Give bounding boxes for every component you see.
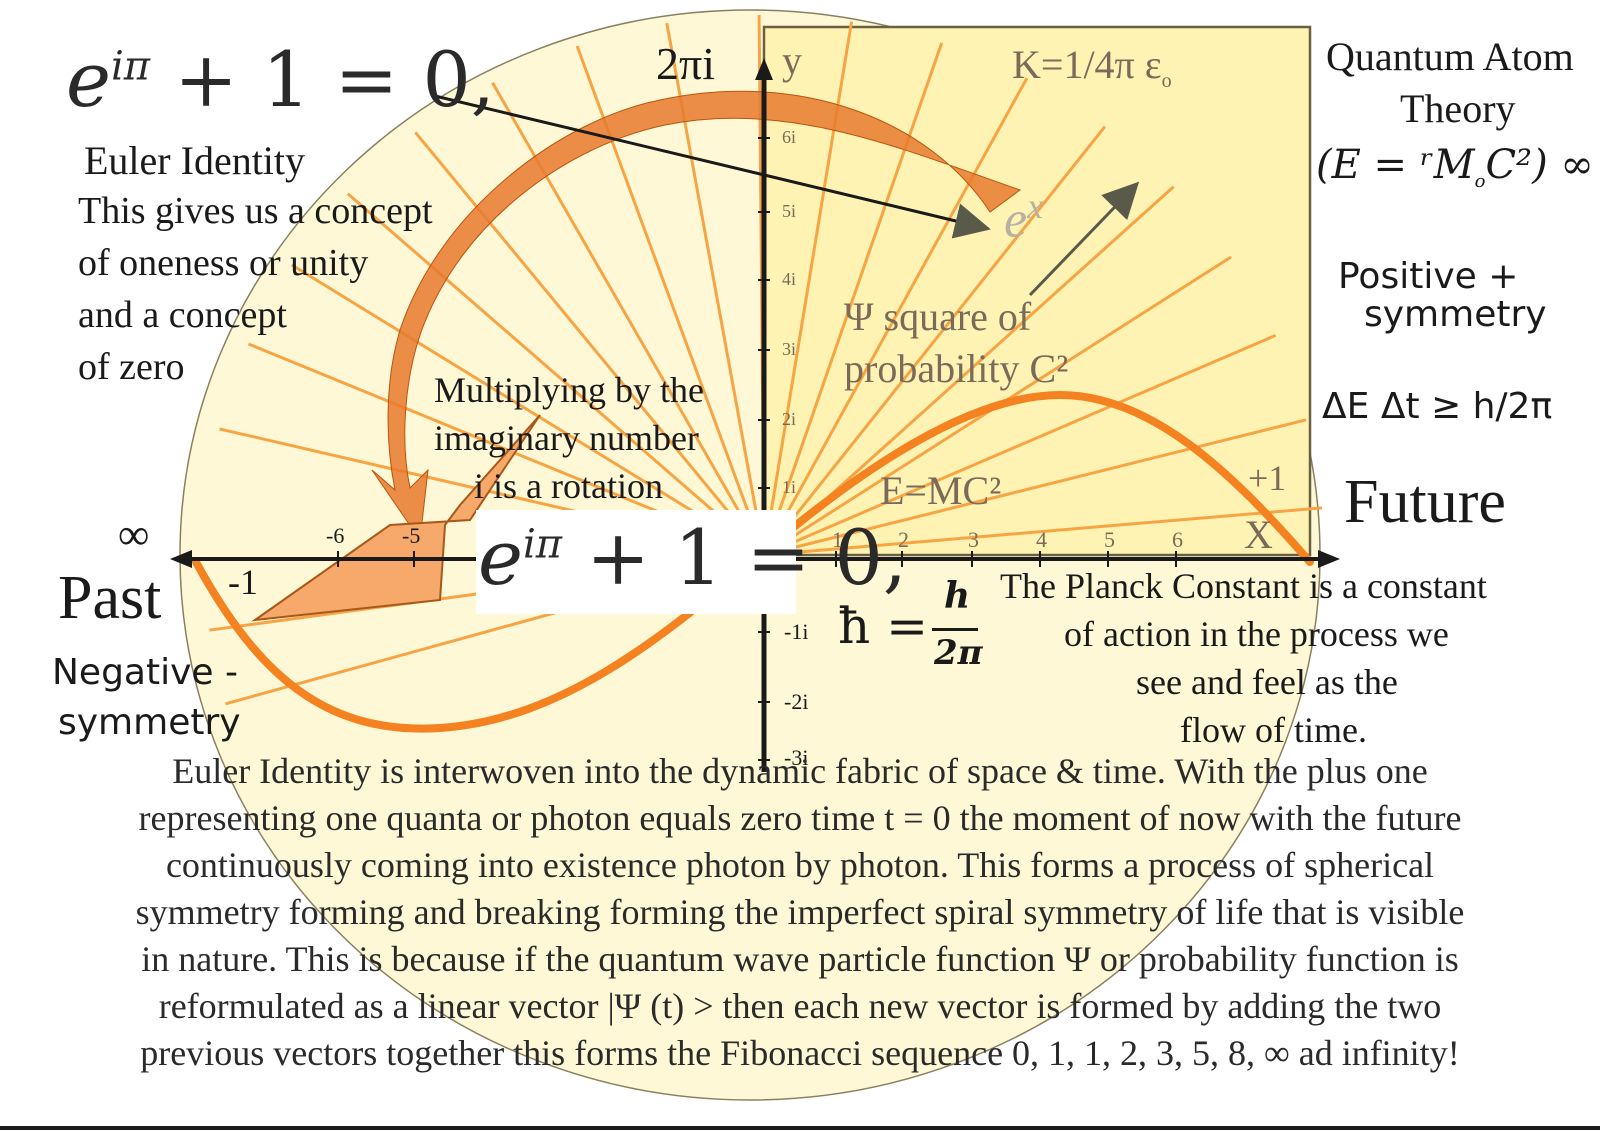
psi-line-1: Ψ square of xyxy=(844,296,1031,338)
coulomb-constant-text: K=1/4π ε xyxy=(1012,42,1162,87)
plus-one-label: +1 xyxy=(1248,460,1286,498)
hbar-denominator: 2π xyxy=(934,636,983,672)
exponential-base: e xyxy=(1004,191,1027,248)
euler-desc-line-1: This gives us a concept xyxy=(78,192,433,232)
euler-desc-line-4: of zero xyxy=(78,348,185,388)
paragraph-line-6: reformulated as a linear vector |Ψ (t) >… xyxy=(10,983,1590,1030)
tick-y-3i: 3i xyxy=(782,340,796,359)
y-axis-label: y xyxy=(782,40,802,82)
planck-line-3: see and feel as the xyxy=(1136,664,1398,702)
paragraph-line-4: symmetry forming and breaking forming th… xyxy=(10,889,1590,936)
tick-y-1i: 1i xyxy=(782,478,796,497)
euler-identity-title: Euler Identity xyxy=(84,140,305,182)
tick-x-5: 5 xyxy=(1104,528,1115,551)
quantum-formula-main: (E = ʳM xyxy=(1316,142,1475,188)
multiplying-line-2: imaginary number xyxy=(434,420,699,458)
x-axis-label: X xyxy=(1244,514,1273,556)
tick-x-2: 2 xyxy=(898,528,909,551)
exponential-exponent: x xyxy=(1027,186,1043,226)
tick-y-4i: 4i xyxy=(782,270,796,289)
quantum-formula-sub: o xyxy=(1475,171,1486,192)
hbar-formula: ħ = xyxy=(838,600,928,653)
euler-rest-top: + 1 = 0, xyxy=(174,35,495,124)
tick-x-1: 1 xyxy=(832,528,843,551)
positive-symmetry-line-2: symmetry xyxy=(1364,296,1547,334)
tick-y-neg-2i: -2i xyxy=(784,690,808,713)
paragraph-line-3: continuously coming into existence photo… xyxy=(10,842,1590,889)
euler-rest-center: + 1 = 0, xyxy=(586,513,907,602)
tick-x-neg-5: -5 xyxy=(402,524,420,547)
multiplying-line-1: Multiplying by the xyxy=(434,372,704,410)
euler-desc-line-3: and a concept xyxy=(78,296,287,336)
tick-x-4: 4 xyxy=(1036,528,1047,551)
explanation-paragraph: Euler Identity is interwoven into the dy… xyxy=(10,748,1590,1077)
minus-one-label: -1 xyxy=(228,564,258,602)
euler-base-top: e xyxy=(66,35,111,124)
emc-label: E=MC² xyxy=(880,470,1001,512)
planck-line-4: flow of time. xyxy=(1180,712,1367,750)
quantum-formula-tail: C²) ∞ xyxy=(1485,142,1593,188)
quantum-formula: (E = ʳMoC²) ∞ xyxy=(1316,144,1594,192)
euler-formula-top: eiπ + 1 = 0, xyxy=(66,40,495,120)
exponential-label: ex xyxy=(1004,188,1043,248)
past-label: Past xyxy=(58,566,161,631)
quantum-title-line-1: Quantum Atom xyxy=(1326,36,1574,78)
tick-x-neg-6: -6 xyxy=(326,524,344,547)
paragraph-line-1: Euler Identity is interwoven into the dy… xyxy=(10,748,1590,795)
coulomb-constant-sub: o xyxy=(1162,70,1172,92)
paragraph-line-2: representing one quanta or photon equals… xyxy=(10,795,1590,842)
euler-exponent-center: iπ xyxy=(523,522,562,568)
tick-x-3: 3 xyxy=(968,528,979,551)
euler-desc-line-2: of oneness or unity xyxy=(78,244,368,284)
tick-y-5i: 5i xyxy=(782,202,796,221)
hbar-fraction-bar xyxy=(932,628,978,631)
tick-y-6i: 6i xyxy=(782,128,796,147)
multiplying-line-3: i is a rotation xyxy=(474,468,663,506)
paragraph-line-5: in nature. This is because if the quantu… xyxy=(10,936,1590,983)
hbar-numerator: h xyxy=(944,578,970,616)
tick-y-neg-1i: -1i xyxy=(784,620,808,643)
negative-symmetry-line-2: symmetry xyxy=(58,704,241,742)
future-label: Future xyxy=(1344,470,1506,535)
euler-exponent-top: iπ xyxy=(111,44,150,90)
two-pi-i-label: 2πi xyxy=(656,40,715,88)
euler-base-center: e xyxy=(478,513,523,602)
paragraph-line-7: previous vectors together this forms the… xyxy=(10,1030,1590,1077)
coulomb-constant: K=1/4π εo xyxy=(1012,44,1172,92)
negative-symmetry-line-1: Negative - xyxy=(52,654,238,692)
positive-symmetry-line-1: Positive + xyxy=(1338,258,1518,296)
uncertainty-principle: ΔE Δt ≥ h/2π xyxy=(1322,388,1552,426)
psi-line-2: probability C² xyxy=(844,348,1068,390)
hbar-lhs: ħ = xyxy=(838,597,928,655)
tick-x-6: 6 xyxy=(1172,528,1183,551)
planck-line-2: of action in the process we xyxy=(1064,616,1449,654)
infinity-label: ∞ xyxy=(118,512,149,558)
quantum-title-line-2: Theory xyxy=(1400,88,1516,130)
planck-line-1: The Planck Constant is a constant xyxy=(1000,568,1487,606)
tick-y-2i: 2i xyxy=(782,410,796,429)
